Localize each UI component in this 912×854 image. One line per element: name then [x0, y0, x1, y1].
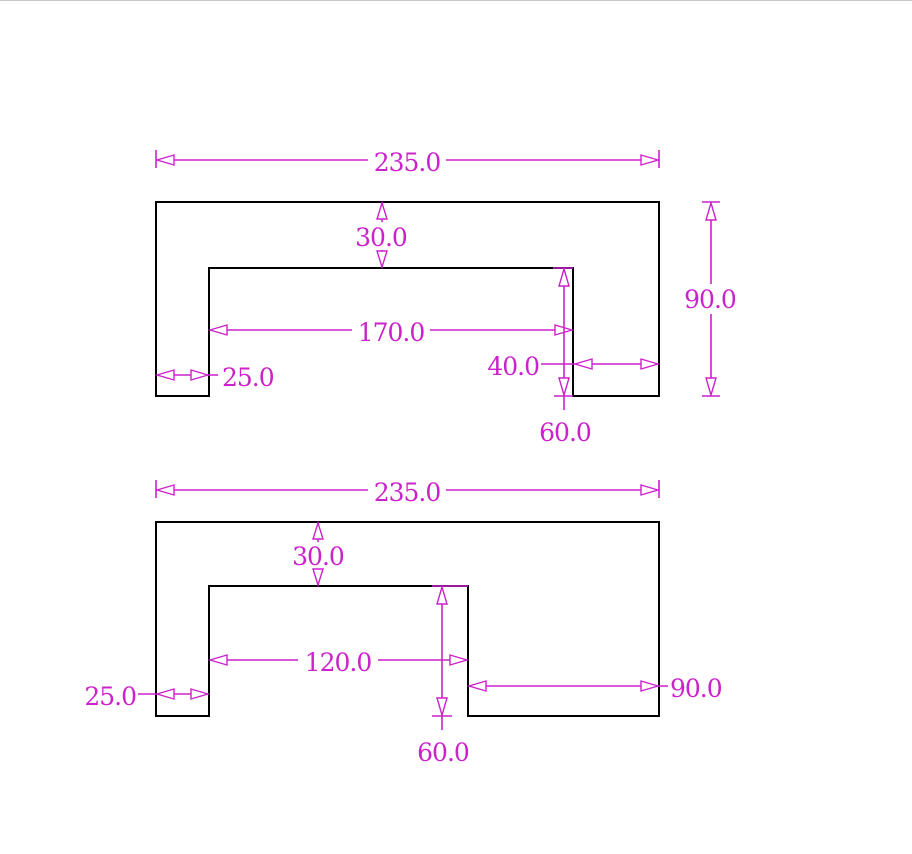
- dim-1-right-leg-label: 40.0: [487, 352, 539, 381]
- dim-1-inner-width-label: 170.0: [358, 318, 425, 347]
- dim-2-right-leg-label: 90.0: [670, 674, 722, 703]
- dim-2-right-leg: 90.0: [466, 674, 723, 703]
- dim-1-inner-width: 170.0: [207, 318, 575, 347]
- dim-1-overall-width-label: 235.0: [374, 148, 441, 177]
- dim-1-slot-depth-label: 60.0: [539, 418, 591, 447]
- dim-2-overall-width-label: 235.0: [374, 478, 441, 507]
- dim-2-top-thickness: 30.0: [292, 520, 345, 588]
- part-2-outline: [155, 521, 660, 717]
- dim-1-overall-height: 90.0: [684, 200, 737, 398]
- dim-2-top-thickness-label: 30.0: [292, 542, 344, 571]
- part-1: 235.0 30.0 170.0 90.0: [154, 148, 737, 447]
- dim-1-overall-width: 235.0: [154, 148, 661, 177]
- dim-1-overall-height-label: 90.0: [684, 285, 736, 314]
- dim-1-top-thickness: 30.0: [355, 200, 408, 270]
- dim-2-overall-width: 235.0: [154, 478, 661, 507]
- dim-2-left-leg: 25.0: [84, 682, 211, 711]
- top-border: [0, 0, 912, 1]
- dim-1-left-leg: 25.0: [154, 363, 275, 392]
- dim-1-right-leg: 40.0: [487, 352, 661, 381]
- part-2: 235.0 30.0 120.0 25.0: [84, 478, 723, 767]
- dim-2-left-leg-label: 25.0: [84, 682, 136, 711]
- dim-1-top-thickness-label: 30.0: [355, 223, 407, 252]
- dim-2-slot-depth: 60.0: [417, 584, 470, 767]
- dim-1-left-leg-label: 25.0: [222, 363, 274, 392]
- dim-1-slot-depth: 60.0: [539, 266, 592, 447]
- dim-2-inner-width-label: 120.0: [305, 648, 372, 677]
- dim-2-slot-depth-label: 60.0: [417, 738, 469, 767]
- dim-2-inner-width: 120.0: [207, 648, 470, 677]
